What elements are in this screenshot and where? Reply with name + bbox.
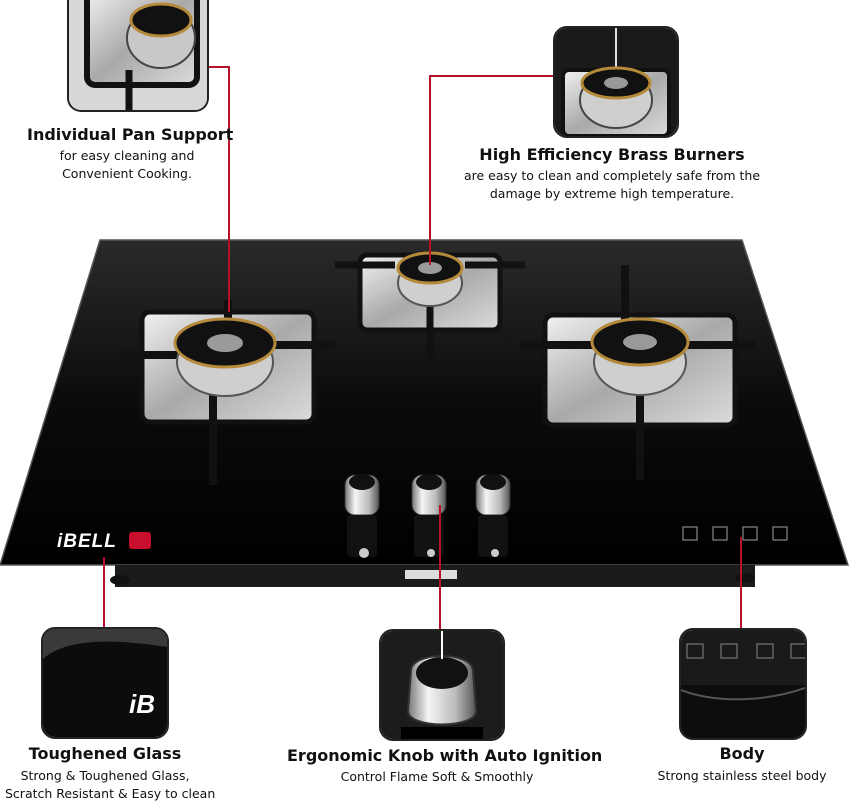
burner-left bbox=[120, 300, 335, 485]
glass-thumb-logo: iB bbox=[129, 689, 155, 719]
leader-knob bbox=[439, 505, 441, 630]
brass-burners-title: High Efficiency Brass Burners bbox=[479, 145, 745, 164]
control-knobs bbox=[344, 474, 511, 558]
brass-burners-desc-1: are easy to clean and completely safe fr… bbox=[463, 168, 761, 183]
thumb-pan-support bbox=[67, 0, 209, 112]
leader-pan-support-v bbox=[228, 66, 230, 312]
ergonomic-knob-title: Ergonomic Knob with Auto Ignition bbox=[287, 746, 603, 765]
knob-left bbox=[344, 474, 380, 558]
knob-middle bbox=[411, 474, 447, 557]
thumb-body bbox=[679, 628, 807, 740]
toughened-glass-desc-2: Scratch Resistant & Easy to clean bbox=[5, 786, 216, 801]
burner-right bbox=[520, 265, 755, 480]
body-desc-1: Strong stainless steel body bbox=[657, 768, 827, 783]
leader-burner bbox=[429, 75, 554, 77]
toughened-glass-desc-1: Strong & Toughened Glass, bbox=[20, 768, 190, 783]
leader-burner-v bbox=[429, 75, 431, 265]
body-title: Body bbox=[719, 744, 765, 763]
gas-hob-illustration bbox=[0, 239, 850, 587]
brand-logo: iBELL b bbox=[57, 531, 151, 553]
pan-support-desc-1: for easy cleaning and bbox=[59, 148, 195, 163]
brand-name: iBELL bbox=[57, 531, 117, 552]
burner-middle bbox=[335, 251, 525, 385]
leader-glass bbox=[103, 557, 105, 627]
toughened-glass-title: Toughened Glass bbox=[28, 744, 182, 763]
thumb-brass-burner bbox=[553, 26, 679, 138]
brand-mark: b bbox=[128, 532, 151, 549]
feature-icons-strip bbox=[682, 526, 788, 541]
ergonomic-knob-desc-1: Control Flame Soft & Smoothly bbox=[340, 769, 534, 784]
pan-support-desc-2: Convenient Cooking. bbox=[62, 166, 192, 181]
thumb-ergonomic-knob bbox=[379, 629, 505, 741]
knob-right bbox=[475, 474, 511, 557]
leader-pan-support bbox=[205, 66, 229, 68]
leader-body bbox=[740, 537, 742, 655]
brass-burners-desc-2: damage by extreme high temperature. bbox=[489, 186, 735, 201]
thumb-toughened-glass: iB bbox=[41, 627, 169, 739]
pan-support-title: Individual Pan Support bbox=[27, 125, 234, 144]
